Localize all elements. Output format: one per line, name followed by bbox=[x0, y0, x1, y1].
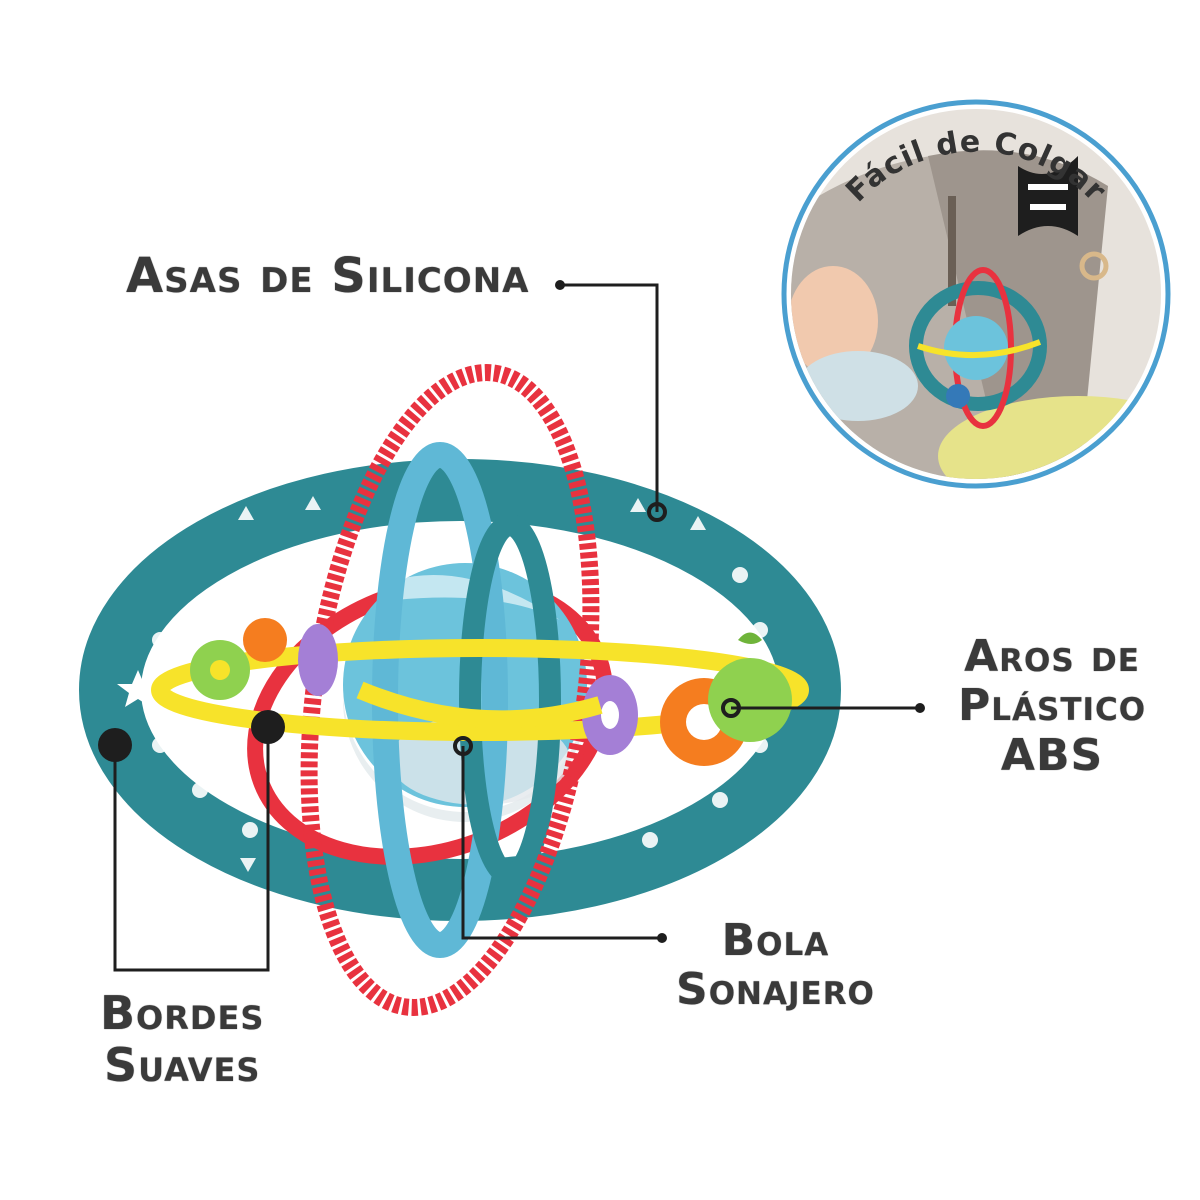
label-aros-line2: Plástico bbox=[958, 680, 1147, 732]
star-cutout-icon bbox=[117, 670, 159, 707]
label-bola-line1: Bola bbox=[721, 915, 830, 966]
orange-bead-left bbox=[243, 618, 287, 662]
callout-lines bbox=[113, 283, 920, 972]
green-bead-right bbox=[708, 658, 792, 742]
baby-head bbox=[791, 266, 878, 376]
label-asas-de-silicona: Asas de Silicona bbox=[126, 248, 530, 304]
label-bola-line2: Sonajero bbox=[676, 964, 875, 1016]
hanging-demo-badge: Fácil de Colgar bbox=[781, 99, 1171, 489]
callout-dots bbox=[98, 280, 925, 943]
label-aros-line3: ABS bbox=[1000, 729, 1104, 781]
yellow-track-ring bbox=[151, 639, 809, 741]
purple-bead-left bbox=[298, 624, 338, 696]
label-bola-sonajero: Bola Sonajero bbox=[676, 916, 875, 1015]
label-bordes-line1: Bordes bbox=[100, 986, 265, 1040]
label-bordes-suaves: Bordes Suaves bbox=[100, 986, 265, 1092]
label-aros-de-plastico: Aros de Plástico ABS bbox=[958, 632, 1146, 780]
label-asas-text: Asas de Silicona bbox=[126, 248, 530, 304]
label-bordes-line2: Suaves bbox=[103, 1037, 261, 1092]
label-aros-line1: Aros de bbox=[964, 631, 1140, 682]
